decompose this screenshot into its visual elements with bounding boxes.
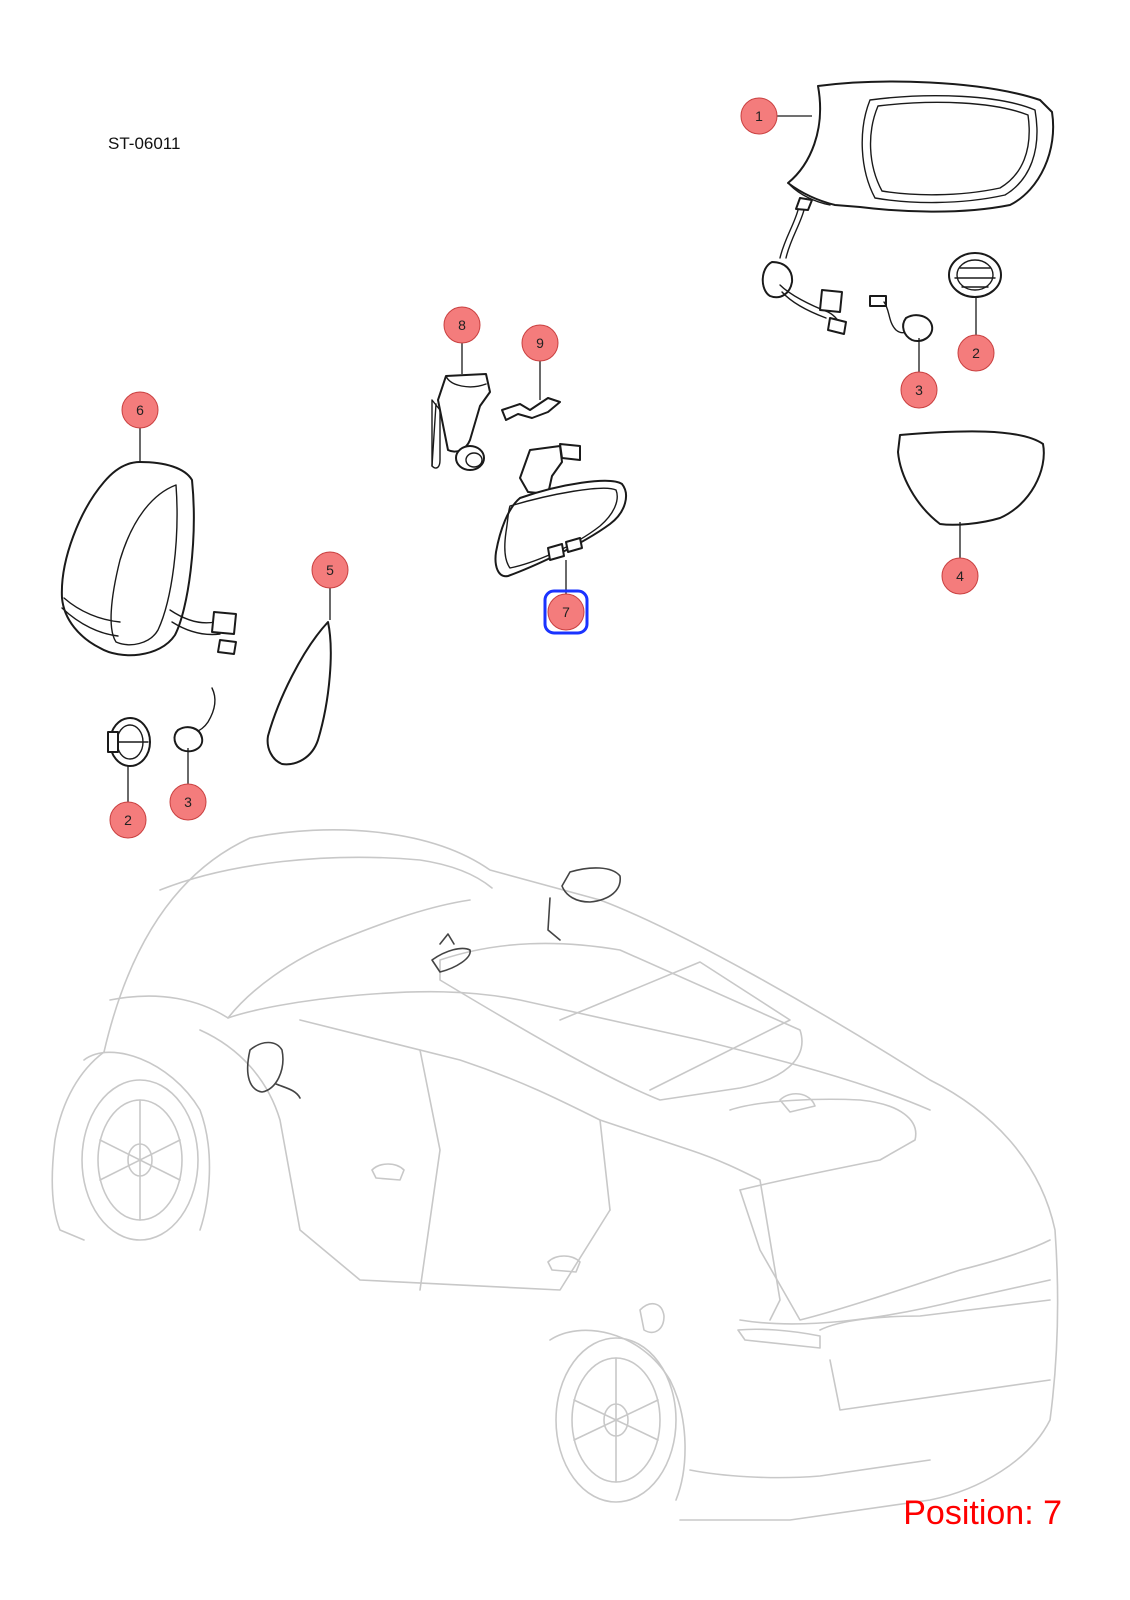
callout-8-label: 8 <box>458 317 466 333</box>
part-8-interior-mirror-mount <box>431 373 491 471</box>
callout-3-left-label: 3 <box>184 794 192 810</box>
callout-7-selection-highlight <box>543 589 589 635</box>
callout-9-circle <box>521 324 559 362</box>
leader-lines <box>127 115 977 802</box>
callout-2-right-label: 2 <box>972 345 980 361</box>
callout-3-right-circle <box>900 371 938 409</box>
position-indicator: Position: 7 <box>903 1494 1062 1532</box>
callout-9-label: 9 <box>536 335 544 351</box>
callout-8[interactable]: 8 <box>443 306 481 344</box>
part-1-right-mirror-assembly <box>761 80 1055 335</box>
part-2-mirror-motor-left <box>107 717 151 767</box>
callout-2-right-circle <box>957 334 995 372</box>
vehicle-outline <box>51 829 1059 1521</box>
part-4-mirror-glass-right <box>897 430 1045 526</box>
part-3-indicator-lamp-left <box>173 687 216 753</box>
callout-7-label: 7 <box>562 604 570 620</box>
callout-5[interactable]: 5 <box>311 551 349 589</box>
part-3-indicator-lamp-right <box>869 295 934 342</box>
callout-4-label: 4 <box>956 568 964 584</box>
callout-3-left-circle <box>169 783 207 821</box>
part-5-mirror-glass-left <box>266 621 332 766</box>
callout-3-left[interactable]: 3 <box>169 783 207 821</box>
callout-1-label: 1 <box>755 108 763 124</box>
callout-8-circle <box>443 306 481 344</box>
callout-2-left[interactable]: 2 <box>109 801 147 839</box>
callout-1[interactable]: 1 <box>740 97 778 135</box>
part-2-mirror-motor-right <box>948 252 1002 298</box>
callout-3-right-label: 3 <box>915 382 923 398</box>
callout-2-left-label: 2 <box>124 812 132 828</box>
callout-2-right[interactable]: 2 <box>957 334 995 372</box>
callout-4-circle <box>941 557 979 595</box>
callout-6-circle <box>121 391 159 429</box>
callout-6-label: 6 <box>136 402 144 418</box>
callout-1-circle <box>740 97 778 135</box>
part-7-interior-mirror <box>494 443 627 578</box>
callout-4[interactable]: 4 <box>941 557 979 595</box>
part-9-mounting-clip <box>501 397 561 421</box>
diagram-code: ST-06011 <box>108 134 180 153</box>
part-6-left-mirror-assembly <box>60 461 237 657</box>
callout-5-circle <box>311 551 349 589</box>
callout-5-label: 5 <box>326 562 334 578</box>
callout-3-right[interactable]: 3 <box>900 371 938 409</box>
callouts: 1 2 3 4 5 6 7 8 <box>109 97 995 839</box>
callout-2-left-circle <box>109 801 147 839</box>
callout-7[interactable]: 7 <box>543 589 589 635</box>
callout-9[interactable]: 9 <box>521 324 559 362</box>
callout-6[interactable]: 6 <box>121 391 159 429</box>
callout-7-circle <box>547 593 585 631</box>
